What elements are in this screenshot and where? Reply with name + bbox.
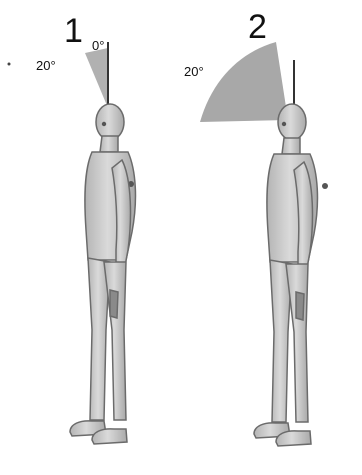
panel-number-2: 2 [248, 8, 267, 46]
panel-number-1: 1 [64, 12, 83, 50]
angle-label-20: 20° [36, 58, 56, 73]
angle-label-0: 0° [92, 38, 104, 53]
standing-person-figure [254, 104, 328, 446]
flexion-angle-sector [85, 48, 108, 108]
panel-1: 1 20° 0° [36, 12, 135, 444]
stray-mark [8, 63, 11, 66]
standing-person-figure [70, 104, 135, 444]
panel-2: 2 20° [184, 8, 328, 446]
extension-angle-sector [200, 42, 288, 122]
angle-label-20: 20° [184, 64, 204, 79]
